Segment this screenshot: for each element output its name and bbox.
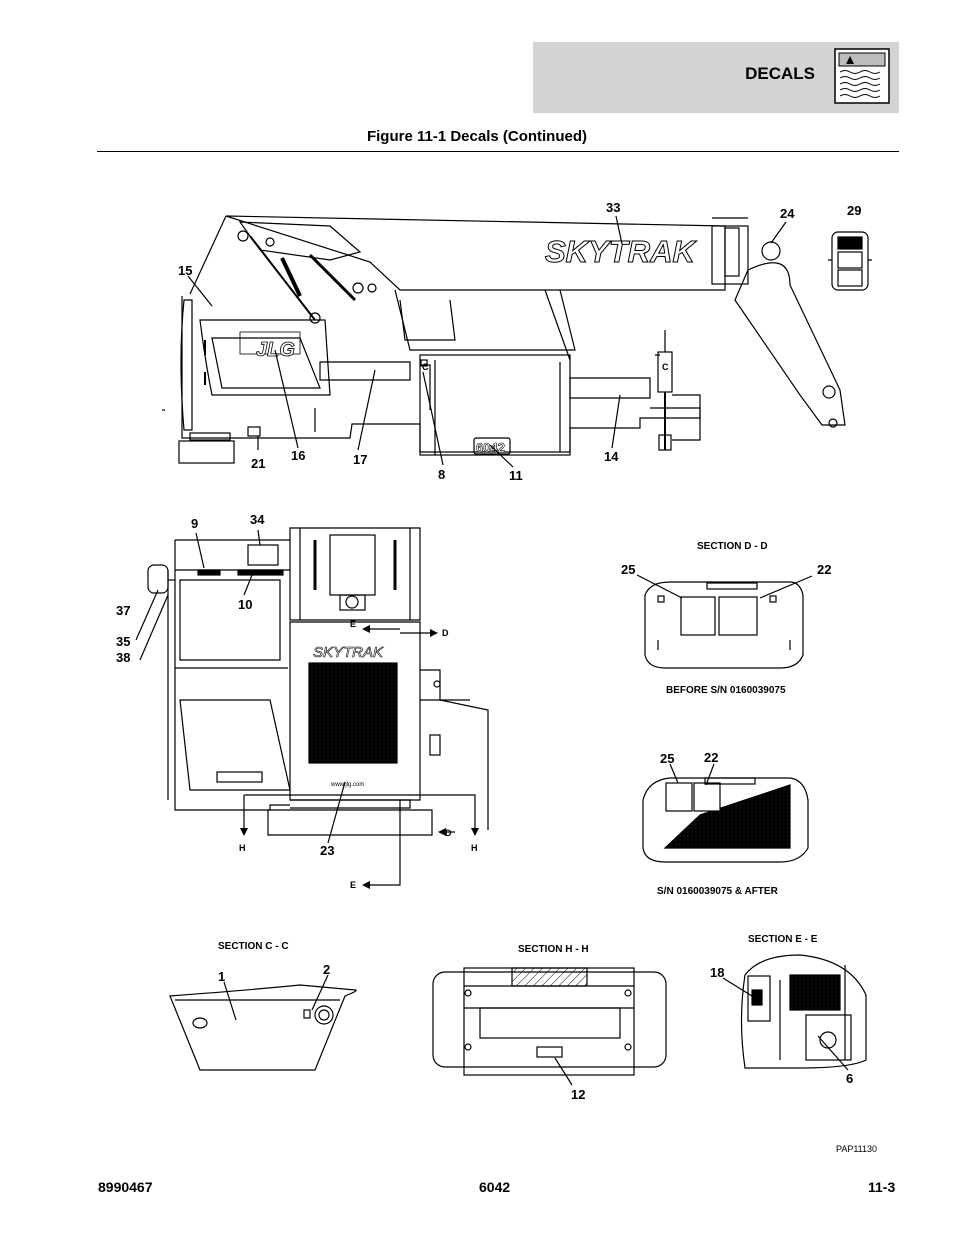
section-dd-after-drawing (642, 763, 809, 863)
header-rule (97, 151, 899, 152)
callout-16: 16 (291, 448, 306, 463)
callout-11: 11 (509, 468, 523, 483)
callout-23: 23 (320, 843, 335, 858)
section-dd-before-caption: BEFORE S/N 0160039075 (666, 685, 786, 696)
section-hh-label: SECTION H - H (518, 944, 589, 955)
callout-22-before: 22 (817, 562, 832, 577)
callout-25-after: 25 (660, 751, 675, 766)
section-ee-label: SECTION E - E (748, 934, 818, 945)
section-cc-label: SECTION C - C (218, 941, 289, 952)
callout-34: 34 (250, 512, 265, 527)
callout-38: 38 (116, 650, 131, 665)
callout-10: 10 (238, 597, 253, 612)
callout-12: 12 (571, 1087, 586, 1102)
footer-page-number: 11-3 (868, 1179, 896, 1195)
callout-24: 24 (780, 206, 795, 221)
arrow-label-e-bottom: E (350, 880, 357, 890)
arrow-label-h-right: H (471, 843, 478, 853)
section-ee-drawing (722, 954, 867, 1071)
callout-25-before: 25 (621, 562, 636, 577)
arrow-label-e-top: E (350, 619, 357, 629)
section-dd-before-drawing (636, 574, 813, 669)
callout-18: 18 (710, 965, 725, 980)
footer-part-number: 8990467 (98, 1179, 153, 1195)
callout-9: 9 (191, 516, 199, 531)
callout-8: 8 (438, 467, 446, 482)
callout-29: 29 (847, 203, 862, 218)
section-title: DECALS (745, 64, 815, 83)
section-c-marker-right: C (662, 362, 669, 372)
callout-37: 37 (116, 603, 131, 618)
side-view-drawing (162, 215, 846, 464)
callout-22-after: 22 (704, 750, 719, 765)
section-dd-after-caption: S/N 0160039075 & AFTER (657, 886, 778, 897)
section-hh-drawing (432, 967, 667, 1086)
callout-35: 35 (116, 634, 131, 649)
callout-21: 21 (251, 456, 266, 471)
footer-model: 6042 (479, 1179, 511, 1195)
callout-6: 6 (846, 1071, 854, 1086)
decal-sheet-icon (834, 48, 890, 104)
callout-1: 1 (218, 969, 226, 984)
callout-17: 17 (353, 452, 368, 467)
arrow-label-d-bottom: D (445, 828, 452, 838)
callout-2: 2 (323, 962, 331, 977)
decal-29-drawing (828, 231, 872, 291)
figure-ref-code: PAP11130 (836, 1144, 878, 1154)
rear-brand-text: SKYTRAK (313, 644, 384, 661)
callout-15: 15 (178, 263, 193, 278)
figure-title: Figure 11-1 Decals (Continued) (366, 128, 588, 145)
rear-web-text: www.jlg.com (330, 782, 364, 788)
callout-33: 33 (606, 200, 621, 215)
arrow-label-h-left: H (239, 843, 246, 853)
callout-14: 14 (604, 449, 619, 464)
section-dd-label: SECTION D - D (697, 541, 768, 552)
section-c-marker-left: C (422, 362, 429, 372)
model-decal-text: 6042 (476, 440, 505, 455)
section-cc-drawing (169, 974, 357, 1071)
rear-view-drawing (135, 527, 489, 889)
arrow-label-d-top: D (442, 628, 449, 638)
